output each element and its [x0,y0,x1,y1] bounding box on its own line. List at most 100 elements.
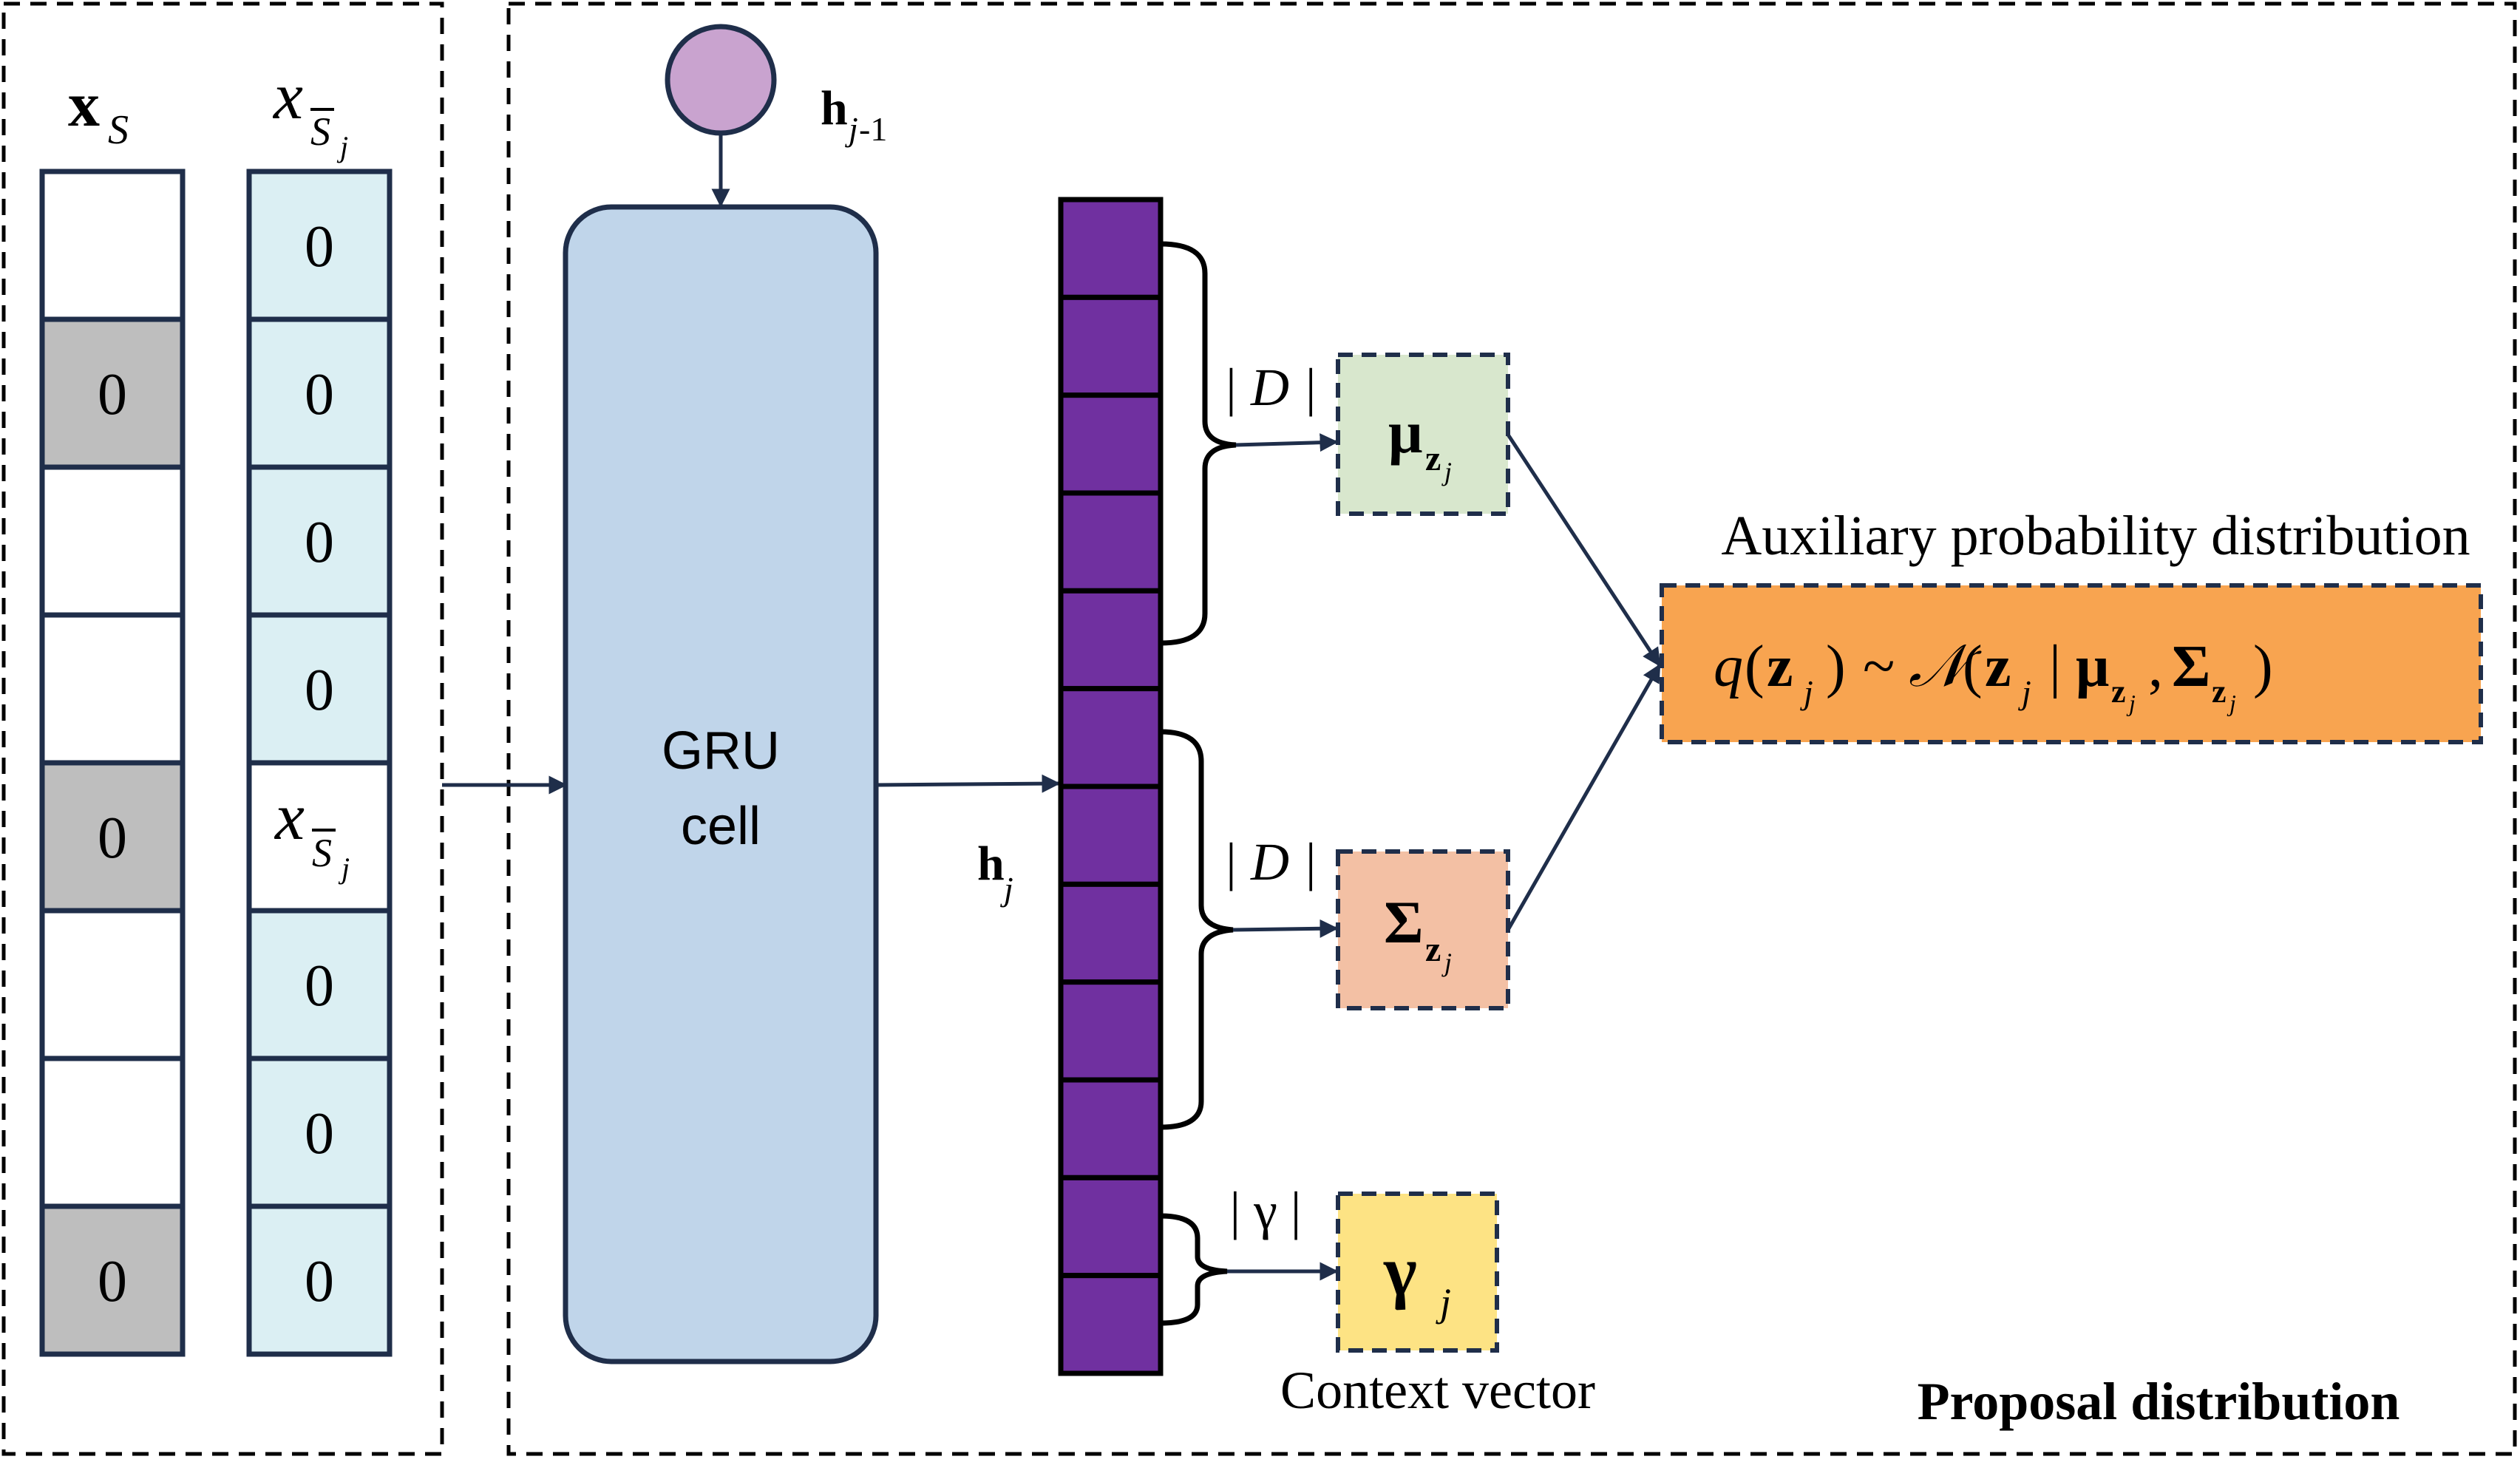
col2-cell [246,760,393,914]
col2-cell-value: 0 [305,510,334,575]
left-panel-frame [1,1,444,1456]
q-open-paren2: ( [1963,634,1983,699]
col1-cell [39,316,186,470]
h-prev-node [665,24,777,136]
col2-label-main: x [272,60,303,133]
col2-cell-value: 0 [305,1101,334,1166]
hidden-vector [1058,197,1164,1376]
col2-cell-value: 0 [305,658,334,723]
h-j-sub: j [1000,870,1013,908]
brace-mu-label: | D | [1223,358,1317,417]
q-open-paren: ( [1745,634,1765,699]
h-prev-suffix: -1 [859,110,887,148]
q-close-paren: ) [1826,634,1846,699]
q-sigma-subsub: j [2227,690,2236,716]
gru-line2: cell [681,797,761,856]
sigma-sub: z [1425,930,1441,969]
col1-cell [39,1056,186,1209]
hidden-cell [1058,294,1164,398]
mu-box [1336,353,1510,516]
q-comma: , [2148,634,2163,699]
mu-sub: z [1425,439,1441,478]
h-j-label: h j [977,837,1013,908]
col1-cell [39,1203,186,1357]
q-box [1660,583,2483,744]
col2-header: x S j [272,60,348,163]
hidden-cell [1058,490,1164,594]
hidden-cell [1058,1175,1164,1279]
col2-cell [246,464,393,618]
gamma-box-label: γ j [1383,1231,1451,1325]
hidden-cell [1058,1273,1164,1376]
mu-main: μ [1388,398,1423,466]
right-panel-frame [506,1,2517,1456]
col2-cell [246,1203,393,1357]
hidden-cell [1058,197,1164,300]
col1-cell [39,169,186,322]
q-mu-sub: z [2111,673,2126,710]
h-j-main: h [977,837,1005,891]
hidden-cell [1058,1077,1164,1180]
col2-cell [246,612,393,766]
col2-cell [246,169,393,322]
gamma-sub: j [1436,1280,1451,1325]
q-symbol: q [1714,634,1743,699]
gamma-main: γ [1383,1231,1417,1311]
aux-title: Auxiliary probability distribution [1721,505,2470,567]
col1-label-main: x [68,69,100,140]
col1-cell-value: 0 [98,362,127,427]
col2-label-subsub: j [336,130,348,163]
sigma-arrow [1232,919,1339,938]
col2-highlight-subsub: j [338,852,350,885]
sigma-to-q-arrow [1506,663,1662,931]
hidden-cell [1058,686,1164,789]
q-z2: z [1985,634,2011,699]
hidden-cell [1058,588,1164,692]
col1-cell [39,464,186,618]
q-z1: z [1767,634,1793,699]
q-j1: j [1800,673,1813,711]
col2-highlight-sub: S [312,831,332,875]
col1-cell [39,612,186,766]
col2-cell-value: 0 [305,362,334,427]
mu-subsub: j [1441,457,1452,486]
q-mu: μ [2076,634,2109,699]
brace-sigma [1158,729,1234,1130]
sigma-box-label: Σ z j [1384,888,1452,977]
sigma-main: Σ [1384,888,1424,956]
context-vector-label: Context vector [1280,1361,1595,1420]
gru-output-arrow [875,774,1061,793]
col2-cell-value: 0 [305,214,334,279]
hidden-cell [1058,881,1164,985]
q-close-paren2: ) [2253,634,2273,699]
gru-cell [563,204,879,1364]
proposal-distribution-title: Proposal distribution [1918,1372,2400,1431]
h-prev-main: h [821,81,848,135]
col2-cell [246,908,393,1061]
mu-arrow [1235,433,1339,452]
brace-gamma [1158,1213,1228,1326]
q-sigma: Σ [2172,634,2210,699]
brace-gamma-label: | γ | [1230,1181,1302,1240]
hidden-cell [1058,392,1164,496]
hidden-cell [1058,784,1164,887]
brace-sigma-label: | D | [1223,832,1317,891]
col1-cells: 0 0 0 [39,169,186,1357]
q-bar: | [2049,634,2061,699]
gamma-box [1336,1192,1499,1353]
q-mu-subsub: j [2126,690,2136,716]
q-sigma-sub: z [2212,673,2227,710]
col1-cell [39,908,186,1061]
col1-cell-value: 0 [98,1249,127,1314]
col1-header: x S [68,69,129,153]
h-prev-label: h j -1 [821,81,887,148]
q-tilde: ~ [1863,634,1895,699]
col2-label-sub: S [310,109,330,154]
col1-cell-value: 0 [98,806,127,871]
sigma-box [1336,849,1510,1010]
hidden-cell [1058,979,1164,1083]
q-formula: q ( z j ) ~ 𝒩 ( z j | μ z j , Σ z j ) [1714,634,2273,716]
gru-line1: GRU [662,721,780,781]
